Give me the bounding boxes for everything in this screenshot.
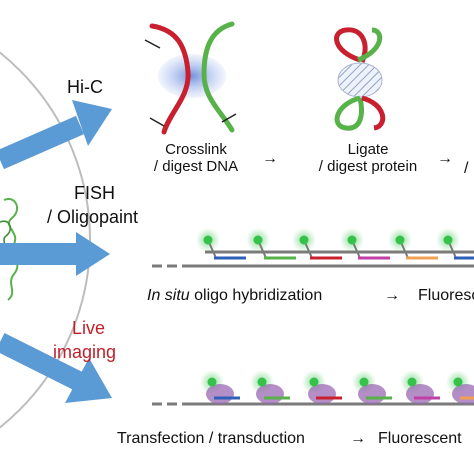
dcas-label	[250, 370, 290, 404]
step-crosslink-title: Crosslink	[165, 141, 227, 158]
fluorophore	[443, 235, 453, 245]
in-situ-text: In situ	[147, 287, 190, 304]
dcas-label	[200, 370, 240, 404]
dcas-label	[302, 370, 342, 404]
method-fish: FISH	[74, 183, 116, 203]
step-ligate: Ligate / digest protein	[298, 141, 438, 176]
protein	[358, 384, 386, 404]
ligate-illustration	[334, 27, 386, 131]
protein	[406, 384, 434, 404]
live-step-arrow: →	[350, 430, 366, 447]
fish-probe	[246, 228, 296, 260]
live-step-transfection: Transfection / transduction	[117, 430, 305, 447]
fluorophore	[453, 377, 463, 387]
fish-probe	[196, 228, 246, 260]
fluorophore	[395, 235, 405, 245]
crosslink-illustration	[144, 21, 237, 135]
hic-step-arrow-2: →	[437, 150, 453, 167]
fluorophore	[309, 377, 319, 387]
method-live: Live	[72, 318, 106, 338]
oligo-hybridization-text: oligo hybridization	[189, 287, 323, 304]
fluorophore	[407, 377, 417, 387]
step-ligate-sub: / digest protein	[318, 158, 418, 176]
fish-step-hybridization: In situ oligo hybridization	[147, 287, 322, 305]
fish-probe	[436, 228, 474, 260]
method-hic: Hi-C	[67, 77, 103, 97]
dcas-label	[446, 370, 474, 404]
method-fish-sub: / Oligopaint	[47, 207, 139, 227]
fluorophore	[347, 235, 357, 245]
fish-probe	[292, 228, 342, 260]
arrow-to-fish	[0, 232, 110, 276]
fish-probe	[340, 228, 390, 260]
step-crosslink-sub: / digest DNA	[153, 158, 239, 176]
fluorophore	[359, 377, 369, 387]
hic-step-arrow-1: →	[262, 150, 278, 167]
protein	[206, 384, 234, 404]
fish-step-fluorescence: Fluoresc	[418, 287, 474, 304]
method-live-sub: imaging	[53, 342, 117, 362]
arrow-to-live	[0, 333, 112, 403]
step-crosslink: Crosslink / digest DNA	[140, 141, 252, 176]
fluorophore	[253, 235, 263, 245]
dcas-label	[352, 370, 392, 404]
step-ligate-title: Ligate	[347, 141, 389, 158]
live-step-fluorescent: Fluorescent	[378, 430, 462, 447]
hic-step-trailing: /	[464, 160, 469, 177]
fish-probe	[388, 228, 438, 260]
fluorophore	[207, 377, 217, 387]
fluorophore	[203, 235, 213, 245]
protein	[256, 384, 284, 404]
arrow-to-hic	[0, 100, 112, 170]
protein	[308, 384, 336, 404]
dcas-label	[400, 370, 440, 404]
fish-step-arrow: →	[384, 287, 400, 304]
fish-probes	[196, 228, 474, 260]
fluorophore	[257, 377, 267, 387]
live-labels	[200, 370, 474, 404]
fluorophore	[299, 235, 309, 245]
fish-strand	[152, 250, 474, 268]
